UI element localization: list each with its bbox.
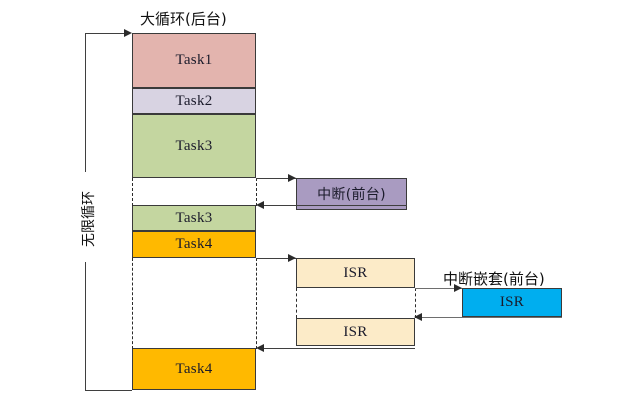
isr-block-2: ISR — [296, 318, 415, 346]
task-block-task3-first: Task3 — [132, 114, 256, 178]
isr1-enter-line — [256, 258, 296, 259]
guide-dash-right-upper — [256, 178, 257, 206]
interrupt-enter-arrowhead — [288, 173, 296, 182]
task-block-task3-resumed: Task3 — [132, 205, 256, 231]
isr-block-nested: ISR — [462, 288, 562, 317]
interrupt-return-line — [260, 205, 407, 206]
isr2-return-line — [260, 348, 415, 349]
isr-block-1: ISR — [296, 258, 415, 288]
interrupt-return-arrowhead — [256, 200, 264, 209]
guide-dash-left-upper — [132, 178, 133, 206]
guide-dash-left-lower — [132, 258, 133, 349]
isr1-enter-arrowhead — [288, 253, 296, 262]
loop-top-arrowhead — [124, 28, 132, 37]
interrupt-enter-line — [256, 178, 296, 179]
nested-return-line — [419, 317, 562, 318]
task-block-task4-resumed: Task4 — [132, 348, 256, 390]
guide-dash-isr-left — [296, 288, 297, 318]
task-block-task1: Task1 — [132, 33, 256, 88]
task-block-task4-first: Task4 — [132, 231, 256, 258]
nested-enter-line — [415, 288, 462, 289]
loop-label-mask — [79, 172, 92, 262]
nested-enter-arrowhead — [454, 283, 462, 292]
infinite-loop-label: 无限循环 — [81, 191, 97, 247]
nested-interrupt-title: 中断嵌套(前台) — [443, 270, 545, 288]
nested-return-arrowhead — [414, 312, 422, 321]
interrupt-block: 中断(前台) — [296, 178, 407, 210]
loop-top-connector — [85, 33, 129, 34]
isr2-return-arrowhead — [256, 343, 264, 352]
guide-dash-isr-right — [415, 288, 416, 318]
loop-bottom-connector — [85, 390, 132, 391]
task-block-task2: Task2 — [132, 88, 256, 114]
guide-dash-right-lower — [256, 258, 257, 349]
main-loop-title: 大循环(后台) — [140, 10, 227, 28]
